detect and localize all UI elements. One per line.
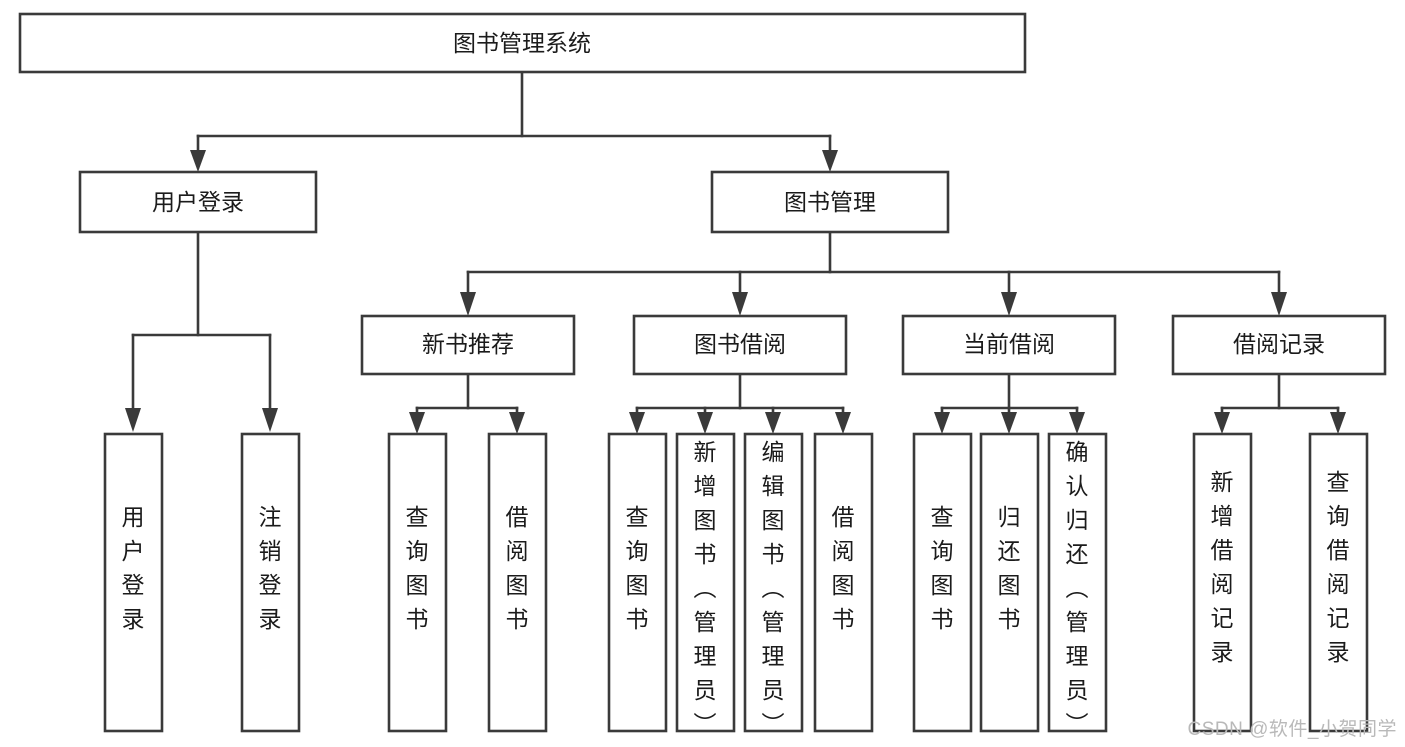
node-book-management-box[interactable] [710,170,950,234]
arrow-to-book-mgmt [822,150,838,172]
arrow-current-leaf1 [934,412,950,434]
arrow-current-leaf2 [1001,412,1017,434]
arrow-borrow-leaf1 [629,412,645,434]
leaf-current-confirm-label: 确认归还︵管理员︶ [1066,439,1089,737]
node-root-box[interactable] [18,12,1027,74]
leaf-borrow-do-box[interactable] [813,432,874,733]
node-user-login-label: 用户登录 [152,189,244,215]
node-book-borrow[interactable]: 图书借阅 [632,314,848,376]
leaf-node[interactable]: 归还图书 [979,432,1040,733]
node-current-borrow[interactable]: 当前借阅 [901,314,1117,376]
arrow-to-book-borrow [732,292,748,316]
leaf-current-confirm-box[interactable] [1047,432,1108,733]
leaf-newbook-borrow-label: 借阅图书 [506,504,529,632]
leaf-newbook-borrow-box[interactable] [487,432,548,733]
leaf-node[interactable]: 编辑图书︵管理员︶ [743,432,804,737]
leaf-logout-label: 注销登录 [259,504,282,632]
leaf-borrow-add-box[interactable] [675,432,736,733]
leaf-user-login-label: 用户登录 [122,504,145,632]
leaf-node[interactable]: 查询图书 [387,432,448,733]
csdn-watermark: CSDN @软件_小贺同学 [1187,719,1397,740]
leaf-user-login-box[interactable] [103,432,164,733]
leaf-node[interactable]: 查询图书 [912,432,973,733]
node-book-management-label: 图书管理 [784,189,876,215]
arrow-borrow-leaf2 [697,412,713,434]
leaf-borrow-edit-box[interactable] [743,432,804,733]
arrow-to-leaf-user-login [125,408,141,432]
arrow-to-new-book [460,292,476,316]
arrow-borrow-leaf3 [765,412,781,434]
leaf-node[interactable]: 查询借阅记录 [1308,432,1369,733]
arrow-to-user-login [190,150,206,172]
node-book-borrow-box[interactable] [632,314,848,376]
arrow-to-leaf-logout [262,408,278,432]
arrow-to-current-borrow [1001,292,1017,316]
leaf-borrow-do-label: 借阅图书 [832,504,855,632]
arrow-current-leaf3 [1069,412,1085,434]
node-current-borrow-label: 当前借阅 [963,331,1055,357]
leaf-borrow-edit-label: 编辑图书︵管理员︶ [762,439,785,737]
leaf-borrow-query-label: 查询图书 [626,504,649,632]
node-root-label: 图书管理系统 [453,30,591,56]
leaf-borrow-query-box[interactable] [607,432,668,733]
leaf-current-return-label: 归还图书 [998,504,1021,632]
leaf-logout-box[interactable] [240,432,301,733]
node-book-borrow-label: 图书借阅 [694,331,786,357]
leaf-borrow-add-label: 新增图书︵管理员︶ [694,439,717,737]
leaf-node[interactable]: 查询图书 [607,432,668,733]
arrow-borrow-leaf4 [835,412,851,434]
leaf-node[interactable]: 新增借阅记录 [1192,432,1253,733]
node-current-borrow-box[interactable] [901,314,1117,376]
node-new-book-recommend[interactable]: 新书推荐 [360,314,576,376]
leaf-records-query-box[interactable] [1308,432,1369,733]
arrow-to-borrow-records [1271,292,1287,316]
leaf-records-add-label: 新增借阅记录 [1211,469,1234,665]
node-new-book-recommend-box[interactable] [360,314,576,376]
arrow-records-leaf1 [1214,412,1230,434]
leaf-current-return-box[interactable] [979,432,1040,733]
node-borrow-records-label: 借阅记录 [1233,331,1325,357]
arrow-newbook-leaf2 [509,412,525,434]
leaf-node[interactable]: 借阅图书 [813,432,874,733]
node-new-book-recommend-label: 新书推荐 [422,331,514,357]
node-borrow-records[interactable]: 借阅记录 [1171,314,1387,376]
leaf-node[interactable]: 注销登录 [240,432,301,733]
arrow-records-leaf2 [1330,412,1346,434]
node-root[interactable]: 图书管理系统 [18,12,1027,74]
leaf-records-query-label: 查询借阅记录 [1327,469,1350,665]
leaf-node[interactable]: 借阅图书 [487,432,548,733]
leaf-current-query-label: 查询图书 [931,504,954,632]
leaf-node[interactable]: 确认归还︵管理员︶ [1047,432,1108,737]
node-borrow-records-box[interactable] [1171,314,1387,376]
leaf-records-add-box[interactable] [1192,432,1253,733]
arrow-newbook-leaf1 [409,412,425,434]
leaf-node[interactable]: 用户登录 [103,432,164,733]
node-user-login-box[interactable] [78,170,318,234]
node-book-management[interactable]: 图书管理 [710,170,950,234]
connector-layer [125,70,1346,434]
leaf-current-query-box[interactable] [912,432,973,733]
leaf-newbook-query-box[interactable] [387,432,448,733]
leaf-newbook-query-label: 查询图书 [406,504,429,632]
leaf-node[interactable]: 新增图书︵管理员︶ [675,432,736,737]
node-user-login[interactable]: 用户登录 [78,170,318,234]
